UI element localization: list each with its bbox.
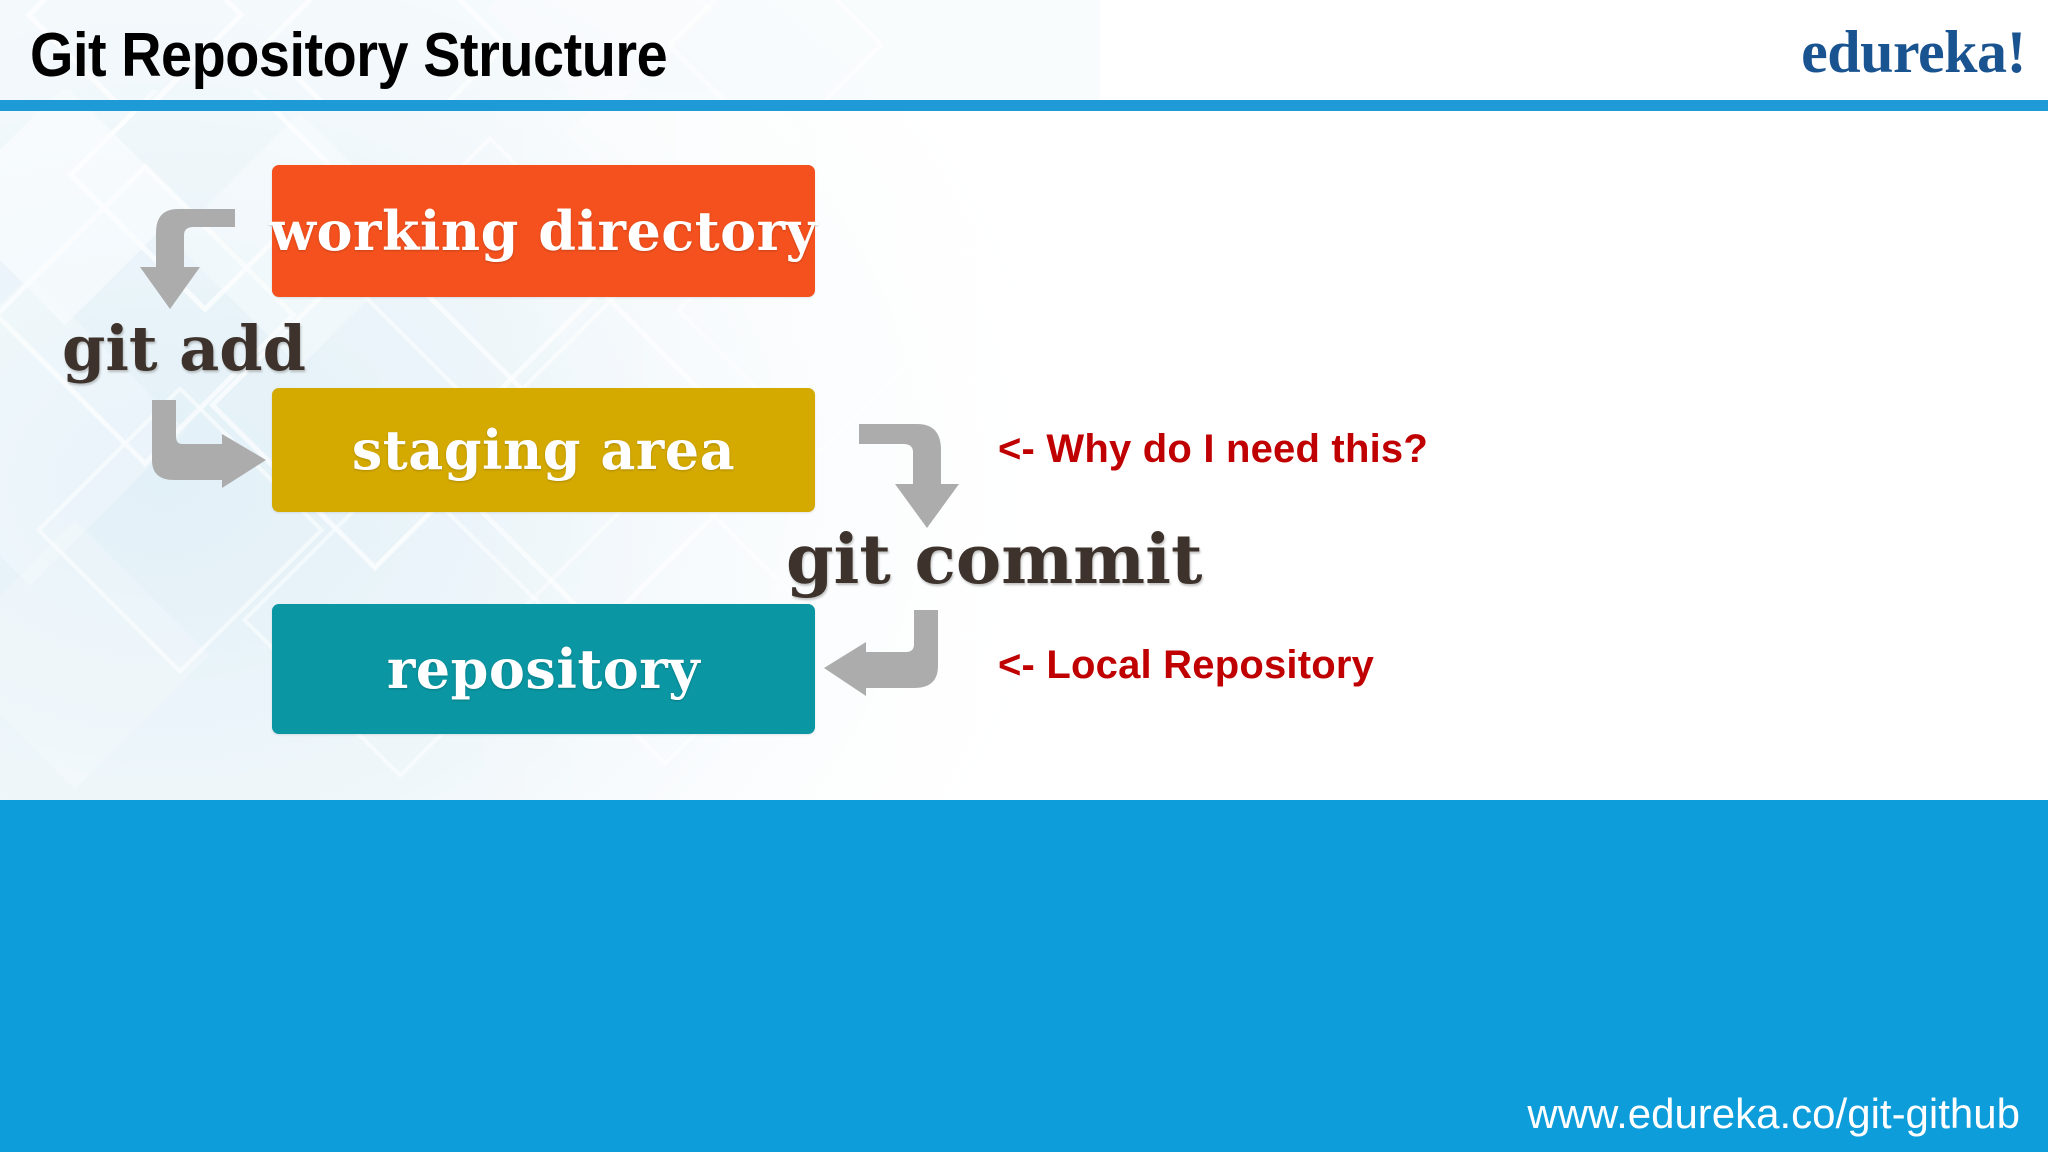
command-git-commit: git commit xyxy=(786,520,1203,600)
box-working-directory[interactable]: working directory xyxy=(269,165,818,297)
annotation-why-need-this: <- Why do I need this? xyxy=(998,427,1428,471)
page-title: Git Repository Structure xyxy=(30,21,668,90)
box-staging-area[interactable]: staging area xyxy=(272,388,815,512)
arrow-git-add-to-staging-area xyxy=(152,400,266,488)
slide-header: Git Repository Structure edureka! xyxy=(0,0,2048,104)
box-working-directory-label: working directory xyxy=(269,199,818,263)
slide-footer-bar: www.edureka.co/git-github xyxy=(0,800,2048,1152)
header-divider-rule xyxy=(0,100,2048,111)
edureka-logo: edureka! xyxy=(1801,19,2026,85)
arrow-git-commit-to-repository xyxy=(824,610,938,696)
arrow-staging-area-to-git-commit xyxy=(859,424,959,528)
box-repository[interactable]: repository xyxy=(272,604,815,734)
arrow-working-directory-to-git-add xyxy=(140,209,235,309)
header-background-texture xyxy=(0,0,1100,104)
box-repository-label: repository xyxy=(386,637,701,701)
box-staging-area-label: staging area xyxy=(351,418,736,482)
footer-url: www.edureka.co/git-github xyxy=(1527,1090,2020,1137)
command-git-add: git add xyxy=(62,312,307,385)
annotation-local-repository: <- Local Repository xyxy=(998,643,1375,687)
